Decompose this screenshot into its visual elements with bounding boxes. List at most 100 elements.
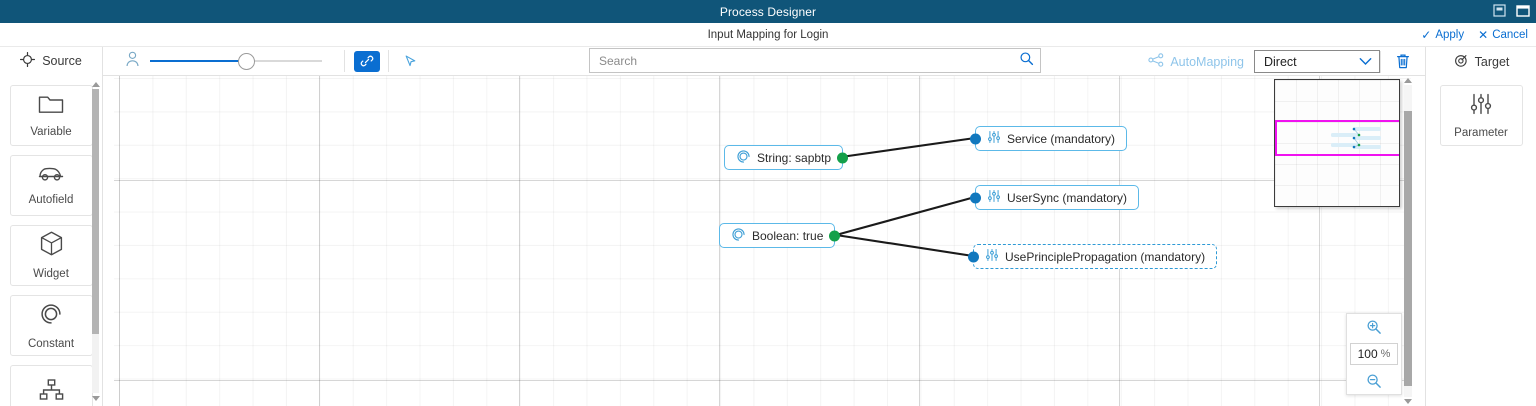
input-port[interactable] bbox=[970, 133, 981, 144]
palette-item-label: Autofield bbox=[28, 194, 74, 206]
mapping-canvas[interactable]: String: sapbtp Boolean: true bbox=[114, 76, 1411, 406]
canvas-vertical-scrollbar[interactable] bbox=[1404, 76, 1412, 406]
window-controls bbox=[1492, 3, 1530, 18]
mapping-mode-value: Direct bbox=[1264, 54, 1297, 69]
scroll-down-icon[interactable] bbox=[91, 394, 100, 402]
target-panel-label: Target bbox=[1474, 54, 1510, 69]
apply-label: Apply bbox=[1435, 29, 1465, 41]
target-node-label: UsePrinciplePropagation (mandatory) bbox=[1005, 249, 1206, 264]
apply-button[interactable]: ✓ Apply bbox=[1421, 29, 1464, 41]
palette-item-constant[interactable]: Constant bbox=[9, 295, 93, 356]
palette-item-label: Parameter bbox=[1454, 126, 1508, 139]
car-icon bbox=[37, 165, 65, 187]
folder-icon bbox=[38, 93, 64, 119]
share-nodes-icon bbox=[1148, 53, 1164, 70]
palette-item-parameter[interactable]: Parameter bbox=[1439, 85, 1523, 146]
zoom-value: 100 bbox=[1357, 347, 1378, 361]
mapping-mode-select[interactable]: Direct bbox=[1254, 50, 1380, 73]
zoom-in-icon[interactable] bbox=[1363, 318, 1385, 336]
scroll-up-icon[interactable] bbox=[91, 80, 100, 88]
hierarchy-icon bbox=[39, 378, 64, 406]
edge-boolean-to-usersync bbox=[835, 195, 976, 237]
circle-spiral-icon bbox=[39, 302, 63, 331]
search-icon[interactable] bbox=[1019, 51, 1034, 71]
sub-header-actions: ✓ Apply ✕ Cancel bbox=[1421, 23, 1528, 47]
target-source-icon bbox=[20, 51, 36, 70]
sliders-icon bbox=[987, 130, 1001, 147]
minimap[interactable] bbox=[1274, 79, 1400, 207]
toolbar-divider bbox=[344, 50, 345, 72]
zoom-slider[interactable] bbox=[150, 52, 322, 70]
search-box[interactable] bbox=[589, 48, 1041, 73]
palette-item-label: Variable bbox=[30, 126, 72, 138]
sliders-icon bbox=[1469, 93, 1493, 120]
circle-spiral-icon bbox=[731, 227, 746, 245]
window-title: Process Designer bbox=[719, 4, 817, 19]
source-panel-header: Source bbox=[0, 46, 103, 76]
palette-item-widget[interactable]: Widget bbox=[9, 225, 93, 286]
cancel-button[interactable]: ✕ Cancel bbox=[1478, 29, 1528, 41]
target-node-usersync[interactable]: UserSync (mandatory) bbox=[970, 185, 1140, 210]
output-port[interactable] bbox=[837, 152, 849, 163]
source-panel-label: Source bbox=[42, 54, 82, 68]
link-tool-button[interactable] bbox=[354, 50, 380, 72]
chevron-down-icon bbox=[1359, 55, 1372, 69]
target-node-service[interactable]: Service (mandatory) bbox=[970, 126, 1128, 151]
cancel-label: Cancel bbox=[1492, 29, 1528, 41]
mapping-tools-group: AutoMapping Direct bbox=[1138, 47, 1425, 76]
circle-spiral-icon bbox=[736, 149, 751, 167]
person-icon[interactable] bbox=[125, 51, 140, 72]
edge-boolean-to-usepp bbox=[835, 233, 974, 258]
zoom-out-icon[interactable] bbox=[1363, 372, 1385, 390]
zoom-unit: % bbox=[1380, 348, 1391, 360]
view-tools-group bbox=[103, 47, 423, 76]
close-icon: ✕ bbox=[1478, 28, 1489, 42]
palette-item-label: Widget bbox=[33, 268, 69, 280]
source-node-boolean[interactable]: Boolean: true bbox=[719, 223, 841, 248]
palette-item-hierarchy[interactable] bbox=[9, 365, 93, 406]
search-input[interactable] bbox=[599, 53, 1019, 68]
target-icon bbox=[1453, 53, 1468, 71]
maximize-window-icon[interactable] bbox=[1515, 3, 1530, 18]
pointer-tool-button[interactable] bbox=[397, 51, 423, 72]
cube-icon bbox=[40, 231, 63, 261]
zoom-control: 100 % bbox=[1346, 313, 1402, 395]
sliders-icon bbox=[987, 189, 1001, 206]
toolbar-divider-2 bbox=[388, 50, 389, 72]
sub-header: Input Mapping for Login ✓ Apply ✕ Cancel bbox=[0, 23, 1536, 47]
mapping-title: Input Mapping for Login bbox=[707, 28, 829, 41]
scroll-up-icon[interactable] bbox=[1404, 76, 1412, 85]
minimap-content bbox=[1331, 127, 1381, 149]
minimap-viewport[interactable] bbox=[1275, 120, 1399, 156]
scrollbar-thumb[interactable] bbox=[1404, 111, 1412, 386]
scrollbar-thumb[interactable] bbox=[92, 89, 99, 334]
zoom-value-input[interactable]: 100 % bbox=[1350, 343, 1398, 365]
window-title-bar: Process Designer bbox=[0, 0, 1536, 23]
palette-item-variable[interactable]: Variable bbox=[9, 85, 93, 146]
source-node-string[interactable]: String: sapbtp bbox=[724, 145, 849, 170]
restore-window-icon[interactable] bbox=[1492, 3, 1507, 18]
edge-string-to-service bbox=[840, 136, 976, 159]
source-node-label: Boolean: true bbox=[752, 228, 824, 243]
slider-thumb[interactable] bbox=[237, 52, 255, 70]
input-port[interactable] bbox=[970, 192, 981, 203]
target-palette: Parameter bbox=[1425, 76, 1536, 406]
slider-fill bbox=[150, 60, 247, 62]
toolbar-divider-3 bbox=[1380, 50, 1381, 73]
palette-item-autofield[interactable]: Autofield bbox=[9, 155, 93, 216]
automapping-button[interactable]: AutoMapping bbox=[1138, 53, 1254, 70]
scroll-down-icon[interactable] bbox=[1404, 397, 1412, 406]
input-port[interactable] bbox=[968, 251, 979, 262]
target-node-useprinciplepropagation[interactable]: UsePrinciplePropagation (mandatory) bbox=[968, 244, 1218, 269]
edge-layer bbox=[835, 136, 976, 258]
delete-mapping-button[interactable] bbox=[1381, 53, 1425, 70]
source-palette-scrollbar[interactable] bbox=[91, 80, 100, 402]
check-icon: ✓ bbox=[1421, 28, 1432, 42]
output-port[interactable] bbox=[829, 230, 841, 241]
sliders-icon bbox=[985, 248, 999, 265]
source-node-label: String: sapbtp bbox=[757, 150, 832, 165]
target-node-label: Service (mandatory) bbox=[1007, 131, 1116, 146]
source-palette: Variable Autofield Widget bbox=[0, 76, 103, 406]
target-node-label: UserSync (mandatory) bbox=[1007, 190, 1128, 205]
